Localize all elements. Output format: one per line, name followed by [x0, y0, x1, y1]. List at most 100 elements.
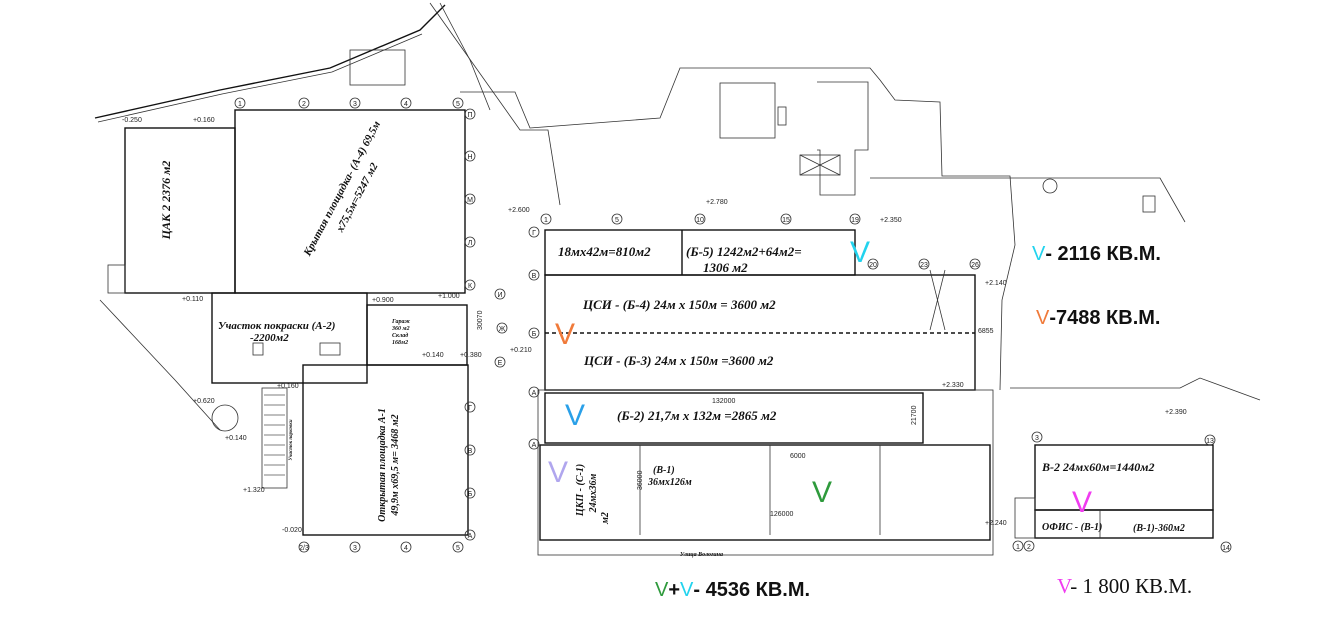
svg-text:13: 13: [1206, 438, 1214, 445]
label-a1-area: 49,9м х69,5 м= 3468 м2: [390, 414, 401, 516]
svg-text:2: 2: [1027, 544, 1031, 551]
svg-text:И: И: [497, 292, 502, 299]
dim-21700: 21700: [911, 405, 918, 425]
svg-text:4: 4: [404, 101, 408, 108]
v-cyan-icon: V: [1032, 243, 1046, 265]
dim-6000: 6000: [790, 453, 806, 460]
label-storage-area: 168м2: [392, 340, 408, 346]
axis-marker: 2/3: [298, 541, 310, 553]
elevation: +0.160: [193, 117, 215, 124]
elevation: -0.020: [282, 527, 302, 534]
elevation: +0.110: [182, 296, 203, 303]
label-b2: (Б-2) 21,7м х 132м =2865 м2: [617, 408, 777, 423]
axis-marker: А: [528, 386, 540, 398]
svg-text:26: 26: [971, 262, 979, 269]
axis-marker: 2: [298, 97, 310, 109]
legend-orange: V-7488 КВ.М.: [1036, 307, 1160, 330]
svg-text:4: 4: [404, 545, 408, 552]
axis-marker: 3: [349, 97, 361, 109]
svg-text:23: 23: [920, 262, 928, 269]
axis-marker: 2: [1023, 540, 1035, 552]
v-orange-icon: V: [1036, 307, 1050, 329]
label-b5-left: 18мх42м=810м2: [558, 244, 651, 259]
axis-marker: 20: [867, 258, 879, 270]
svg-text:15: 15: [782, 217, 790, 224]
svg-text:Г: Г: [468, 405, 472, 412]
v-cyan-icon: V: [680, 579, 694, 601]
legend-magenta-text: - 1 800 КВ.М.: [1070, 574, 1193, 598]
svg-text:А: А: [532, 390, 537, 397]
dim-126000: 126000: [770, 511, 793, 518]
v-marker-lavender: V: [548, 456, 568, 489]
svg-text:А: А: [532, 442, 537, 449]
svg-text:М: М: [467, 197, 473, 204]
label-v2: В-2 24мх60м=1440м2: [1041, 460, 1155, 474]
label-garage-area: 360 м2: [391, 326, 410, 332]
dim-6855: 6855: [978, 328, 994, 335]
svg-text:К: К: [468, 283, 473, 290]
v-marker-cyan: V: [850, 236, 870, 269]
axis-marker: Г: [464, 401, 476, 413]
legend-green-cyan-text: - 4536 КВ.М.: [693, 579, 811, 601]
legend-plus: +: [668, 579, 681, 601]
axis-marker: В: [464, 444, 476, 456]
elevation: +0.900: [372, 297, 394, 304]
label-v1-area: (В-1)-360м2: [1133, 523, 1185, 534]
axis-marker: 23: [918, 258, 930, 270]
label-parking: Участок парковки: [289, 419, 294, 460]
elevation: +2.600: [508, 207, 530, 214]
svg-text:А: А: [468, 533, 473, 540]
axis-marker: П: [464, 108, 476, 120]
dim-132000: 132000: [712, 398, 735, 405]
axis-marker: 4: [400, 97, 412, 109]
label-a2-title: Участок покраски (А-2): [218, 320, 335, 332]
axis-marker: А: [528, 438, 540, 450]
label-b1-size: 36мх126м: [647, 477, 692, 488]
v-green-icon: V: [655, 579, 669, 601]
axis-marker: 1: [234, 97, 246, 109]
elevation: -0.250: [122, 117, 142, 124]
svg-text:3: 3: [353, 545, 357, 552]
axis-marker: 1: [540, 213, 552, 225]
svg-text:3: 3: [1035, 435, 1039, 442]
site-boundary: [94, 2, 1261, 432]
label-a4-title: Крытая площадка- (А-4) 69,5м: [301, 119, 383, 259]
svg-text:2: 2: [302, 101, 306, 108]
svg-text:1: 1: [238, 101, 242, 108]
svg-text:Г: Г: [532, 230, 536, 237]
svg-text:19: 19: [851, 217, 859, 224]
elevation: +0.160: [277, 383, 299, 390]
axis-marker: 5: [452, 97, 464, 109]
elevation: +2.140: [985, 280, 1007, 287]
label-b4: ЦСИ - (Б-4) 24м х 150м = 3600 м2: [582, 297, 776, 312]
svg-text:Н: Н: [467, 154, 472, 161]
svg-text:3: 3: [353, 101, 357, 108]
svg-text:2/3: 2/3: [299, 545, 309, 552]
axis-marker: Б: [528, 327, 540, 339]
axis-marker: Н: [464, 150, 476, 162]
elevation: +2.350: [880, 217, 902, 224]
v-marker-orange: V: [555, 318, 575, 351]
elevation: +2.330: [942, 382, 964, 389]
axis-marker: 26: [969, 258, 981, 270]
label-c1-size: 24мх36м: [588, 474, 599, 514]
axis-marker: 14: [1220, 541, 1232, 553]
elevation: +2.390: [1165, 409, 1187, 416]
building-a: [107, 109, 469, 536]
axis-marker: В: [528, 269, 540, 281]
v-marker-green: V: [812, 476, 832, 509]
legend-magenta: V- 1 800 КВ.М.: [1057, 574, 1192, 599]
legend-cyan-text: - 2116 КВ.М.: [1045, 243, 1161, 265]
v-marker-blue: V: [565, 399, 585, 432]
svg-text:П: П: [467, 112, 472, 119]
axis-marker: 4: [400, 541, 412, 553]
axis-marker: А: [464, 529, 476, 541]
svg-text:14: 14: [1222, 545, 1230, 552]
label-tsak2: ЦАК 2 2376 м2: [159, 161, 173, 241]
svg-text:Л: Л: [468, 240, 473, 247]
label-storage: Склад: [392, 332, 408, 339]
svg-text:В: В: [468, 448, 473, 455]
axis-marker: 5: [452, 541, 464, 553]
axis-markers: 1 2 3 4 5 2/3 3 4 5 1 5 10 15 19 20 23 2…: [234, 97, 1232, 553]
axis-marker: 19: [849, 213, 861, 225]
